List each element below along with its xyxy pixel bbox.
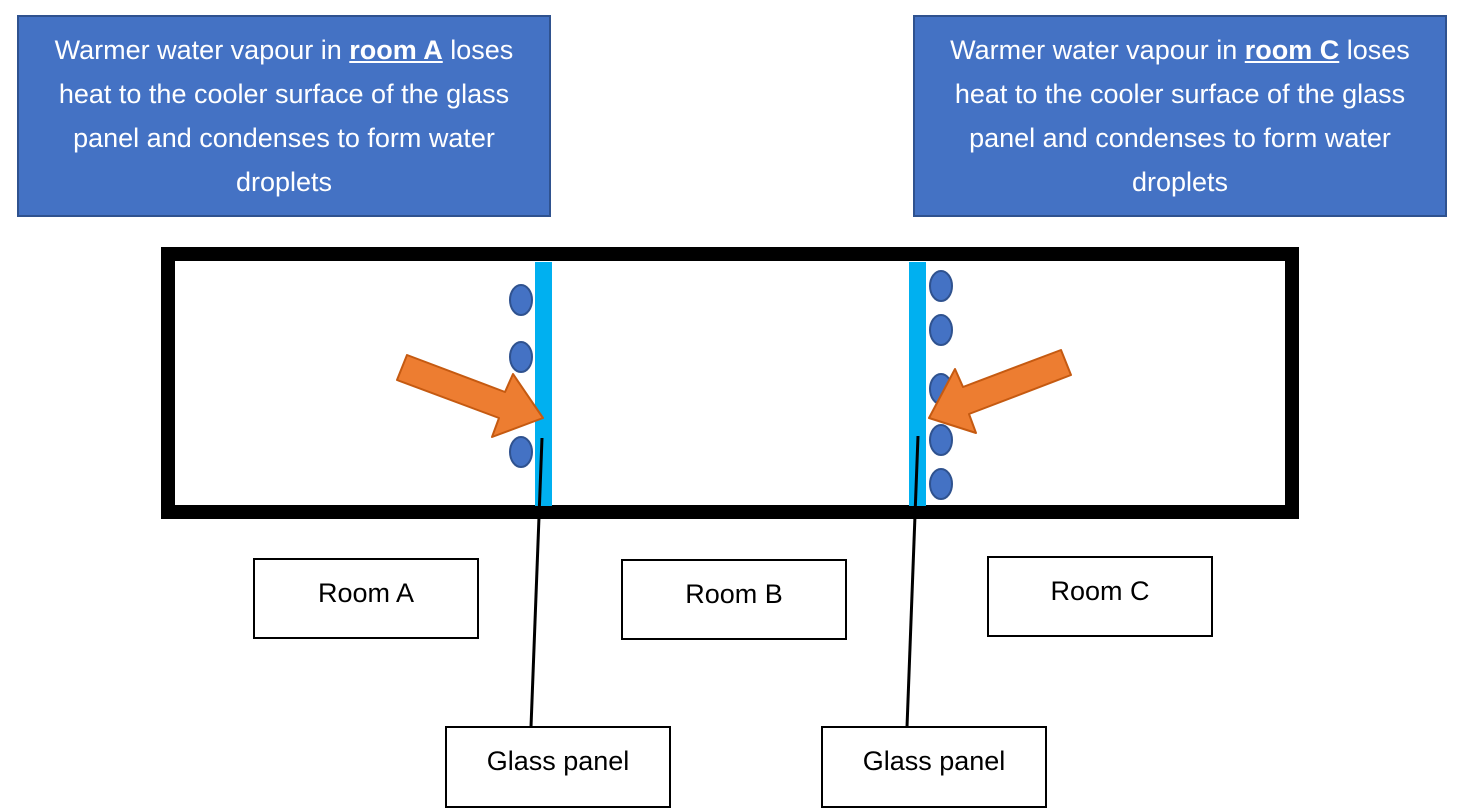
room-b-label: Room B: [621, 559, 847, 640]
room-c-label: Room C: [987, 556, 1213, 637]
water-droplet: [509, 436, 533, 468]
glass-panel-label-right: Glass panel: [821, 726, 1047, 808]
callout-room-a-text: Warmer water vapour in room A loses heat…: [35, 28, 533, 204]
water-droplet: [929, 468, 953, 500]
glass-panel-label-left: Glass panel: [445, 726, 671, 808]
callout-room-a-rest: loses heat to the cooler surface of the …: [58, 35, 514, 197]
water-droplet: [929, 270, 953, 302]
callout-room-c: Warmer water vapour in room C loses heat…: [913, 15, 1447, 217]
callout-room-c-rest: loses heat to the cooler surface of the …: [954, 35, 1410, 197]
callout-room-a: Warmer water vapour in room A loses heat…: [17, 15, 551, 217]
glass-panel-left: [535, 262, 552, 506]
callout-room-a-keyword: room A: [349, 35, 443, 65]
heat-arrow-room-c: [928, 349, 1072, 434]
callout-room-a-prefix: Warmer water vapour in: [54, 35, 350, 65]
water-droplet: [929, 314, 953, 346]
callout-room-c-text: Warmer water vapour in room C loses heat…: [931, 28, 1429, 204]
leader-line-left: [529, 437, 544, 728]
water-droplet: [509, 341, 533, 373]
callout-room-c-prefix: Warmer water vapour in: [950, 35, 1245, 65]
water-droplet: [929, 424, 953, 456]
room-a-label: Room A: [253, 558, 479, 639]
callout-room-c-keyword: room C: [1244, 35, 1340, 65]
building-outline: [161, 247, 1299, 519]
droplets-left: [509, 284, 533, 468]
heat-arrow-room-a: [396, 354, 544, 438]
water-droplet: [509, 284, 533, 316]
droplets-right: [929, 270, 953, 500]
glass-panel-right: [909, 262, 926, 506]
leader-line-right: [905, 435, 920, 728]
